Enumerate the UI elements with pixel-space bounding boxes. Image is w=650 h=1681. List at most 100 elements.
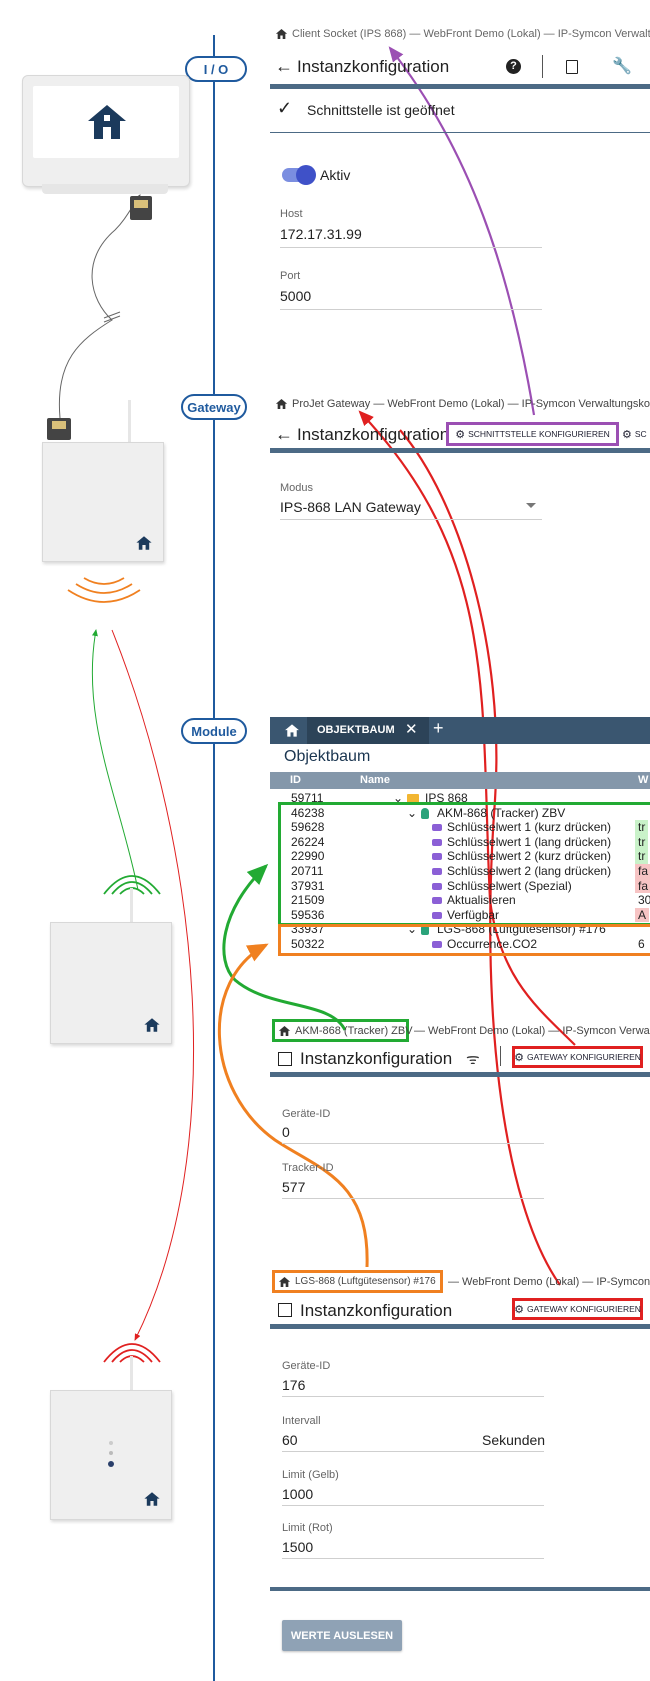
chevron-down-icon[interactable]: ⌄ [407,805,418,820]
device-id-input[interactable]: 0 [282,1124,290,1140]
header-rule [270,448,650,453]
column-w[interactable]: W [638,774,649,786]
radio-waves-icon [67,577,141,603]
pill-gateway: Gateway [181,394,247,420]
host-underline [280,247,542,248]
column-name[interactable]: Name [360,774,390,786]
back-icon[interactable]: ← [275,56,293,76]
back-icon[interactable]: ← [275,424,293,444]
home-icon [278,1025,291,1037]
configure-interface-button[interactable]: ⚙SCHNITTSTELLE KONFIGURIEREN [446,422,619,446]
close-icon[interactable]: ✕ [405,721,418,738]
variable-icon [432,853,442,861]
copy-icon[interactable] [566,60,578,74]
mode-select[interactable]: IPS-868 LAN Gateway [280,499,421,515]
breadcrumb[interactable]: Client Socket (IPS 868) — WebFront Demo … [292,28,650,40]
limit-red-input[interactable]: 1500 [282,1539,314,1555]
device-id-label: Geräte-ID [282,1108,331,1120]
interval-underline [282,1451,544,1452]
timeline-line [213,35,215,1681]
breadcrumb[interactable]: — WebFront Demo (Lokal) — IP-Symcon Ver [448,1276,650,1288]
host-input[interactable]: 172.17.31.99 [280,226,362,242]
table-row[interactable]: 37931 Schlüsselwert (Spezial) fa [275,878,650,894]
home-icon [136,536,152,550]
folder-icon [407,794,419,803]
home-icon [275,398,288,410]
header-rule [270,1072,650,1077]
gear-icon: ⚙ [514,1303,524,1316]
aktiv-toggle[interactable] [282,165,316,185]
table-row[interactable]: 59536 Verfügbar A [275,907,650,923]
signal-icon[interactable]: ᯤ [466,1051,480,1068]
tree-heading: Objektbaum [284,748,371,765]
table-row[interactable]: 21509 Aktualisieren 30 [291,893,650,908]
check-icon: ✓ [277,98,293,118]
breadcrumb[interactable]: — WebFront Demo (Lokal) — IP-Symcon Verw… [414,1025,650,1037]
read-values-button[interactable]: WERTE AUSLESEN [282,1620,402,1651]
tracker-id-input[interactable]: 577 [282,1179,306,1195]
home-icon[interactable] [284,723,300,738]
table-row[interactable]: 59711 ⌄ IPS 868 [291,791,468,805]
wrench-icon[interactable]: 🔧 [612,58,632,75]
divider [500,1046,501,1066]
edit-icon[interactable] [278,1052,292,1066]
header-rule [270,1324,650,1329]
tab-label: OBJEKTBAUM [317,724,395,736]
column-id[interactable]: ID [290,774,301,786]
configure-gateway-button[interactable]: ⚙GATEWAY KONFIGURIEREN [512,1298,643,1320]
limit-yellow-input[interactable]: 1000 [282,1486,314,1502]
variable-icon [432,868,442,875]
breadcrumb[interactable]: ProJet Gateway — WebFront Demo (Lokal) —… [292,398,650,410]
page-title: Instanzkonfiguration [300,1301,453,1320]
device-id-underline [282,1396,544,1397]
variable-icon [432,882,442,890]
table-row[interactable]: 22990 Schlüsselwert 2 (kurz drücken) tr [275,849,650,864]
orange-arrow [217,943,369,1268]
toggle-label: Aktiv [320,167,351,183]
table-row[interactable]: 46238 ⌄ AKM-868 (Tracker) ZBV [291,805,566,820]
mode-label: Modus [280,482,314,494]
antenna [130,1356,133,1392]
breadcrumb-current[interactable]: LGS-868 (Luftgütesensor) #176 [295,1276,436,1287]
configure-gateway-button[interactable]: ⚙GATEWAY KONFIGURIEREN [512,1046,643,1068]
air-sensor-device [50,1390,172,1520]
home-icon [275,28,288,40]
crumb-highlight-green [272,1019,409,1042]
table-row[interactable]: 26224 Schlüsselwert 1 (lang drücken) tr [275,834,650,850]
chevron-down-icon[interactable]: ⌄ [407,922,418,937]
tracker-id-label: Tracker-ID [282,1162,334,1174]
table-row[interactable]: 50322 Occurrence.CO2 6 [291,937,645,951]
tree-column-header [270,772,650,789]
variable-icon [432,897,442,905]
mode-underline [280,519,542,520]
table-row[interactable]: 59628 Schlüsselwert 1 (kurz drücken) tr [275,820,650,835]
gear-icon: ⚙ [622,428,632,441]
interval-unit: Sekunden [482,1432,546,1448]
configure-button-cut[interactable]: ⚙SC [622,428,647,441]
edit-icon[interactable] [278,1303,292,1317]
tracker-device [50,922,172,1044]
table-row[interactable]: 20711 Schlüsselwert 2 (lang drücken) fa [275,864,650,879]
leaf-icon [421,924,429,936]
add-tab-button[interactable]: + [433,718,444,738]
chevron-down-icon[interactable] [526,503,536,508]
interval-input[interactable]: 60 [282,1432,298,1448]
ethernet-port [130,196,152,220]
variable-icon [432,824,442,832]
home-icon [144,1018,160,1032]
port-input[interactable]: 5000 [280,288,312,304]
page-title: Instanzkonfiguration [297,57,450,76]
tab-objektbaum[interactable] [307,717,429,744]
device-id-input[interactable]: 176 [282,1377,306,1393]
chevron-down-icon[interactable]: ⌄ [393,791,404,805]
interval-label: Intervall [282,1415,321,1427]
footer-rule [270,1587,650,1591]
help-icon[interactable]: ? [506,59,521,74]
antenna [130,888,133,924]
breadcrumb-current[interactable]: AKM-868 (Tracker) ZBV [295,1025,413,1037]
status-text: Schnittstelle ist geöffnet [307,102,455,118]
gear-icon: ⚙ [514,1051,524,1064]
gateway-device [42,442,164,562]
limit-red-underline [282,1558,544,1559]
home-icon [144,1492,160,1506]
